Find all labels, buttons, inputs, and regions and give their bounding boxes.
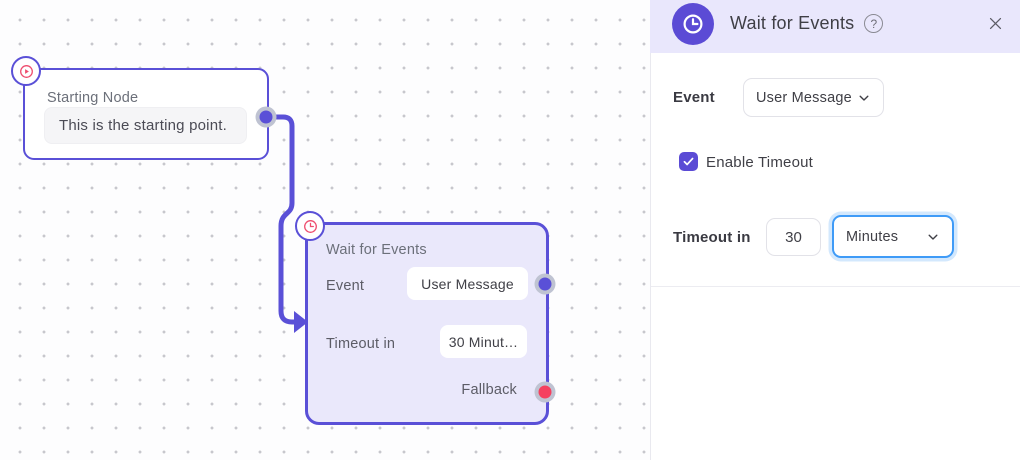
panel-body: Event User Message Enable Timeout Timeou… — [650, 53, 1020, 460]
wait-node-badge — [295, 211, 325, 241]
wait-node-event-label: Event — [326, 278, 365, 294]
port-pin — [538, 277, 552, 291]
timeout-unit-value: Minutes — [846, 228, 899, 245]
start-node-badge — [11, 56, 41, 86]
wait-node-title: Wait for Events — [326, 242, 427, 258]
wait-node-event-output-port[interactable] — [534, 273, 556, 295]
enable-timeout-label: Enable Timeout — [706, 154, 814, 171]
timeout-value-input[interactable] — [766, 218, 821, 256]
panel-header: Wait for Events ? — [650, 0, 1020, 53]
start-node-title: Starting Node — [47, 90, 139, 106]
port-pin — [259, 110, 273, 124]
enable-timeout-checkbox[interactable] — [679, 152, 698, 171]
start-node-output-port[interactable] — [255, 106, 277, 128]
wait-node-timeout-label: Timeout in — [326, 336, 396, 352]
close-icon[interactable] — [982, 11, 1008, 37]
clock-icon — [303, 219, 317, 233]
timeout-unit-select[interactable]: Minutes — [832, 215, 954, 258]
starting-node[interactable]: Starting Node This is the starting point… — [11, 56, 269, 160]
node-settings-panel: Wait for Events ? Event User Message — [650, 0, 1020, 460]
chevron-down-icon — [859, 95, 869, 101]
event-select[interactable]: User Message — [743, 78, 884, 117]
wait-node-fallback-label: Fallback — [461, 382, 517, 398]
port-pin — [538, 385, 552, 399]
panel-divider — [651, 286, 1020, 287]
timeout-field-label: Timeout in — [673, 229, 751, 246]
panel-title: Wait for Events — [730, 13, 855, 33]
wait-node-timeout-value[interactable]: 30 Minut… — [440, 325, 527, 358]
event-select-value: User Message — [756, 89, 852, 106]
clock-icon — [683, 14, 703, 33]
wait-node-fallback-output-port[interactable] — [534, 381, 556, 403]
chevron-down-icon — [928, 234, 938, 240]
flow-canvas[interactable]: Starting Node This is the starting point… — [0, 0, 650, 460]
play-icon — [19, 64, 33, 78]
checkmark-icon — [683, 157, 694, 166]
wait-for-events-icon-circle — [672, 2, 714, 45]
wait-node-event-value[interactable]: User Message — [407, 267, 528, 300]
event-field-label: Event — [673, 89, 715, 106]
help-icon[interactable]: ? — [864, 14, 884, 33]
start-node-content: This is the starting point. — [44, 107, 247, 144]
wait-for-events-node[interactable]: Wait for Events Event User Message Timeo… — [295, 211, 549, 425]
